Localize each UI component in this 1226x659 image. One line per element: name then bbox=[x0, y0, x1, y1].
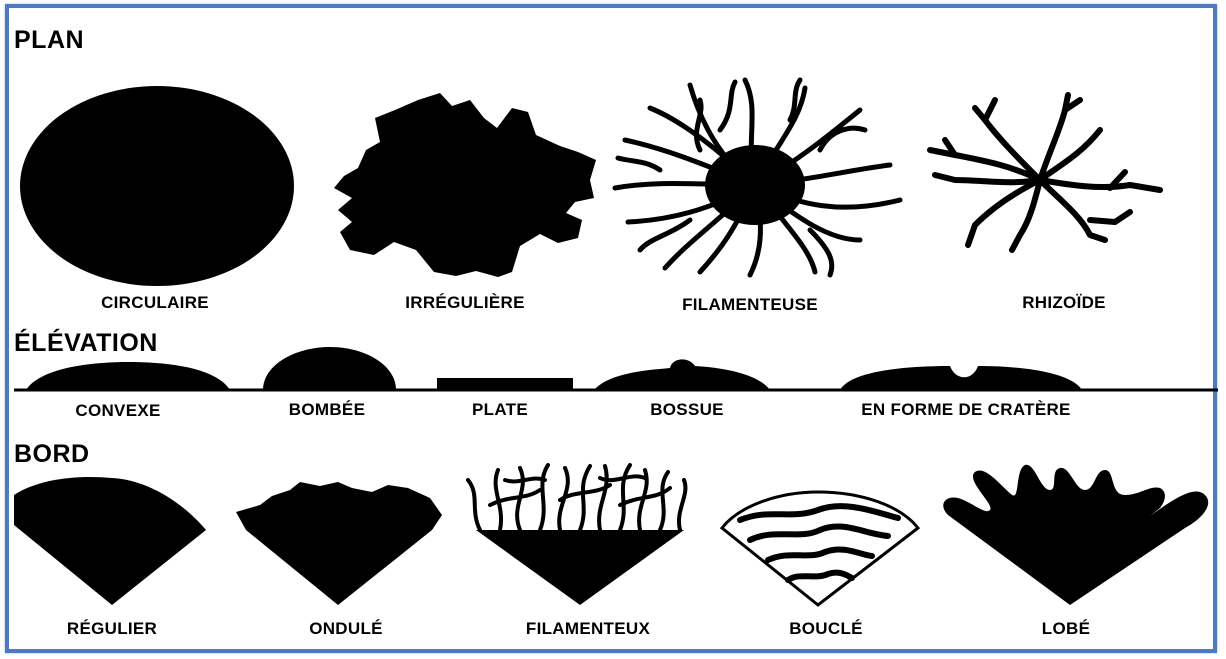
bossue-shape bbox=[594, 359, 770, 390]
elevation-label-convexe: CONVEXE bbox=[75, 401, 160, 421]
bord-label-filamenteux: FILAMENTEUX bbox=[526, 619, 650, 639]
filamenteux-shape bbox=[468, 465, 685, 605]
elevation-label-bossue: BOSSUE bbox=[650, 400, 724, 420]
cratere-shape bbox=[840, 366, 1082, 390]
plan-label-circulaire: CIRCULAIRE bbox=[101, 293, 209, 313]
bord-label-lobe: LOBÉ bbox=[1042, 619, 1090, 639]
convexe-shape bbox=[26, 362, 230, 390]
regulier-shape bbox=[14, 477, 206, 605]
irreguliere-shape bbox=[334, 93, 596, 277]
circulaire-shape bbox=[20, 86, 294, 286]
plan-label-filamenteuse: FILAMENTEUSE bbox=[682, 295, 818, 315]
lobe-shape bbox=[943, 465, 1208, 605]
plan-label-rhizoide: RHIZOÏDE bbox=[1022, 293, 1106, 313]
plate-shape bbox=[437, 378, 573, 390]
elevation-label-cratere: EN FORME DE CRATÈRE bbox=[861, 400, 1070, 420]
bombee-shape bbox=[263, 347, 396, 390]
section-plan-heading: PLAN bbox=[14, 26, 84, 55]
bord-label-boucle: BOUCLÉ bbox=[789, 619, 863, 639]
filamenteuse-shape bbox=[615, 80, 900, 275]
section-bord-heading: BORD bbox=[14, 440, 90, 469]
rhizoide-shape bbox=[930, 95, 1160, 250]
boucle-shape bbox=[722, 492, 918, 605]
elevation-label-plate: PLATE bbox=[472, 400, 528, 420]
elevation-label-bombee: BOMBÉE bbox=[289, 400, 365, 420]
bord-label-regulier: RÉGULIER bbox=[67, 619, 157, 639]
ondule-shape bbox=[236, 482, 442, 605]
section-elevation-heading: ÉLÉVATION bbox=[14, 329, 158, 358]
bord-label-ondule: ONDULÉ bbox=[309, 619, 383, 639]
plan-label-irreguliere: IRRÉGULIÈRE bbox=[405, 293, 524, 313]
